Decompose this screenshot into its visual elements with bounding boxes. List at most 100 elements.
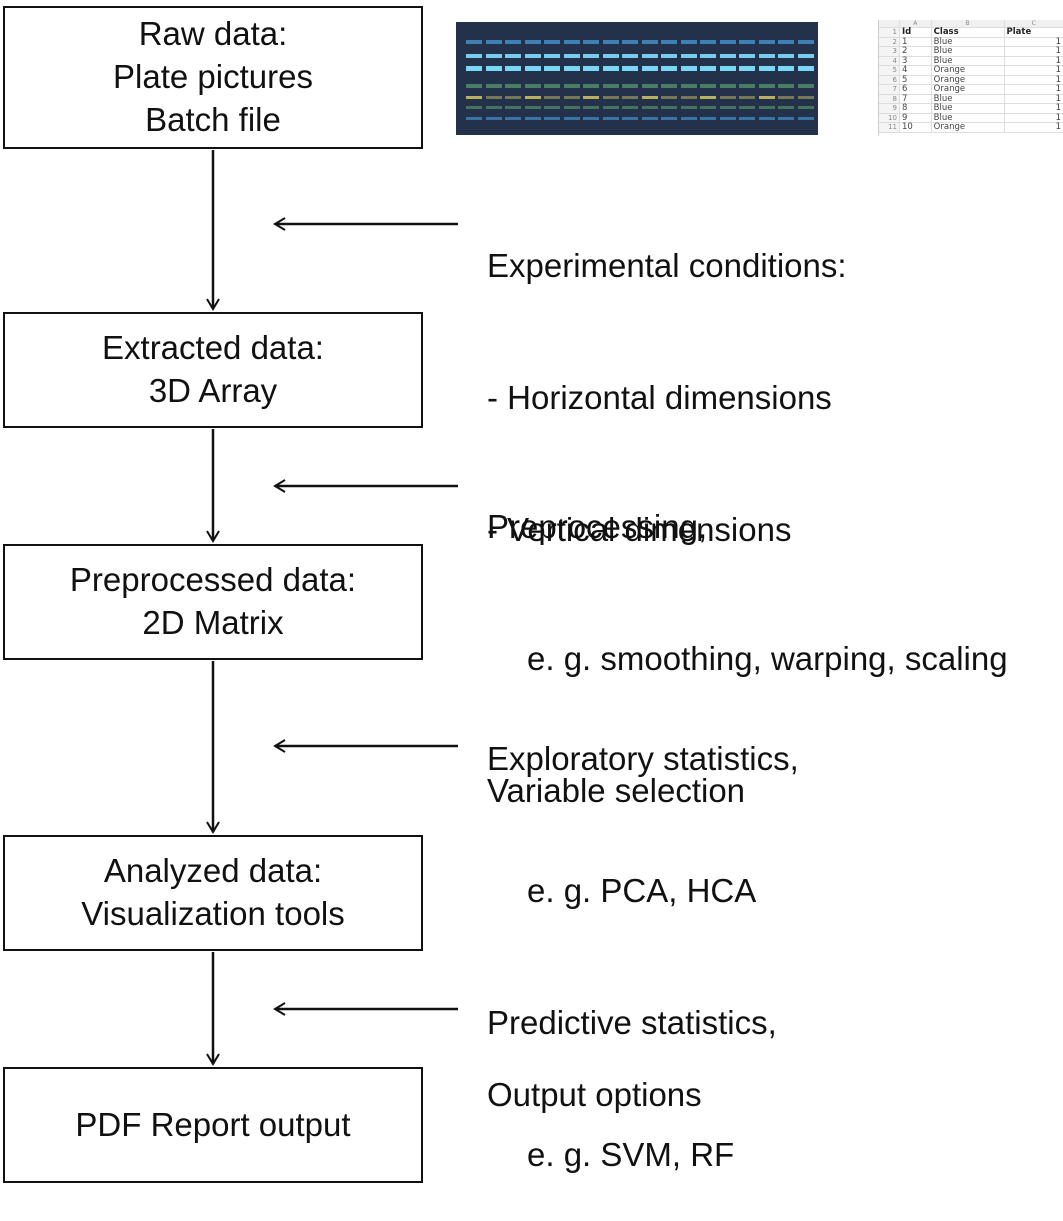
plate-band	[739, 40, 755, 44]
plate-band	[583, 54, 599, 58]
plate-band	[505, 96, 521, 99]
plate-band	[466, 66, 482, 71]
cell-id: 4	[899, 65, 932, 76]
cell-id: 10	[899, 122, 932, 133]
plate-band	[622, 84, 638, 88]
plate-lane	[583, 22, 599, 135]
plate-band	[602, 117, 619, 120]
plate-lane	[485, 22, 502, 135]
plate-band	[563, 66, 580, 71]
cell-class: Blue	[931, 46, 1005, 57]
cell-id: 8	[899, 103, 932, 114]
header-class: Class	[931, 27, 1005, 38]
plate-band	[758, 40, 775, 44]
horizontal-dimensions-item: - Horizontal dimensions	[487, 379, 832, 416]
output-options-annotation: Output options	[487, 985, 702, 1161]
plate-band	[680, 106, 697, 109]
experimental-conditions-annotation: Experimental conditions: - Horizontal di…	[487, 156, 847, 596]
extracted-data-box: Extracted data: 3D Array	[3, 312, 423, 428]
plate-band	[544, 117, 560, 120]
plate-lane	[524, 22, 541, 135]
plate-band	[758, 54, 775, 58]
plate-band	[680, 96, 697, 99]
plate-band	[641, 66, 658, 71]
plate-band	[524, 84, 541, 88]
plate-band	[485, 54, 502, 58]
plate-band	[719, 66, 736, 71]
plate-band	[797, 117, 814, 120]
plate-band	[739, 54, 755, 58]
plate-band	[661, 84, 677, 88]
cell-class: Orange	[931, 122, 1005, 133]
row-number: 10	[879, 113, 900, 123]
preprocessed-data-line: 2D Matrix	[142, 604, 284, 641]
plate-band	[583, 117, 599, 120]
flow-arrows	[206, 150, 458, 1066]
plate-band	[466, 54, 482, 58]
plate-band	[563, 96, 580, 99]
plate-band	[778, 66, 794, 71]
plate-band	[661, 106, 677, 109]
cell-plate: 1	[1004, 113, 1063, 123]
plate-band	[524, 117, 541, 120]
cell-plate: 1	[1004, 46, 1063, 57]
plate-lane	[719, 22, 736, 135]
row-number: 9	[879, 103, 900, 114]
plate-band	[485, 106, 502, 109]
vertical-dimensions-item: - Vertical dimensions	[487, 511, 792, 548]
plate-band	[661, 96, 677, 99]
plate-band	[797, 84, 814, 88]
plate-band	[466, 40, 482, 44]
plate-band	[544, 40, 560, 44]
row-number: 3	[879, 46, 900, 57]
plate-band	[485, 40, 502, 44]
plate-band	[563, 84, 580, 88]
plate-band	[524, 66, 541, 71]
plate-band	[680, 54, 697, 58]
plate-band	[719, 54, 736, 58]
row-number: 11	[879, 122, 900, 133]
plate-band	[505, 54, 521, 58]
preprocessing-annotation: Preprocessing, e. g. smoothing, warping,…	[487, 417, 1008, 857]
plate-lane	[544, 22, 560, 135]
header-id: Id	[899, 27, 932, 38]
plate-band	[797, 66, 814, 71]
cell-class: Blue	[931, 103, 1005, 114]
cell-plate: 1	[1004, 75, 1063, 85]
cell-id: 7	[899, 94, 932, 104]
plate-band	[505, 66, 521, 71]
predictive-statistics-title: Predictive statistics,	[487, 1004, 777, 1041]
plate-band	[544, 106, 560, 109]
row-number: 6	[879, 75, 900, 85]
column-letter: B	[931, 20, 1005, 28]
exploratory-examples: e. g. PCA, HCA	[527, 872, 757, 909]
plate-band	[739, 106, 755, 109]
cell-plate: 1	[1004, 94, 1063, 104]
plate-band	[719, 117, 736, 120]
header-row: 1 Id Class Plate	[879, 27, 1063, 38]
preprocessed-data-box: Preprocessed data: 2D Matrix	[3, 544, 423, 660]
raw-data-box: Raw data: Plate pictures Batch file	[3, 6, 423, 149]
plate-band	[680, 40, 697, 44]
plate-band	[700, 40, 716, 44]
plate-band	[622, 66, 638, 71]
plate-lane	[778, 22, 794, 135]
plate-band	[641, 117, 658, 120]
extracted-data-title: Extracted data:	[102, 329, 324, 367]
plate-band	[778, 106, 794, 109]
plate-band	[505, 106, 521, 109]
plate-lane	[700, 22, 716, 135]
plate-band	[524, 54, 541, 58]
analyzed-data-title: Analyzed data:	[103, 852, 323, 890]
plate-band	[563, 106, 580, 109]
plate-band	[758, 117, 775, 120]
plate-band	[583, 40, 599, 44]
plate-band	[641, 40, 658, 44]
